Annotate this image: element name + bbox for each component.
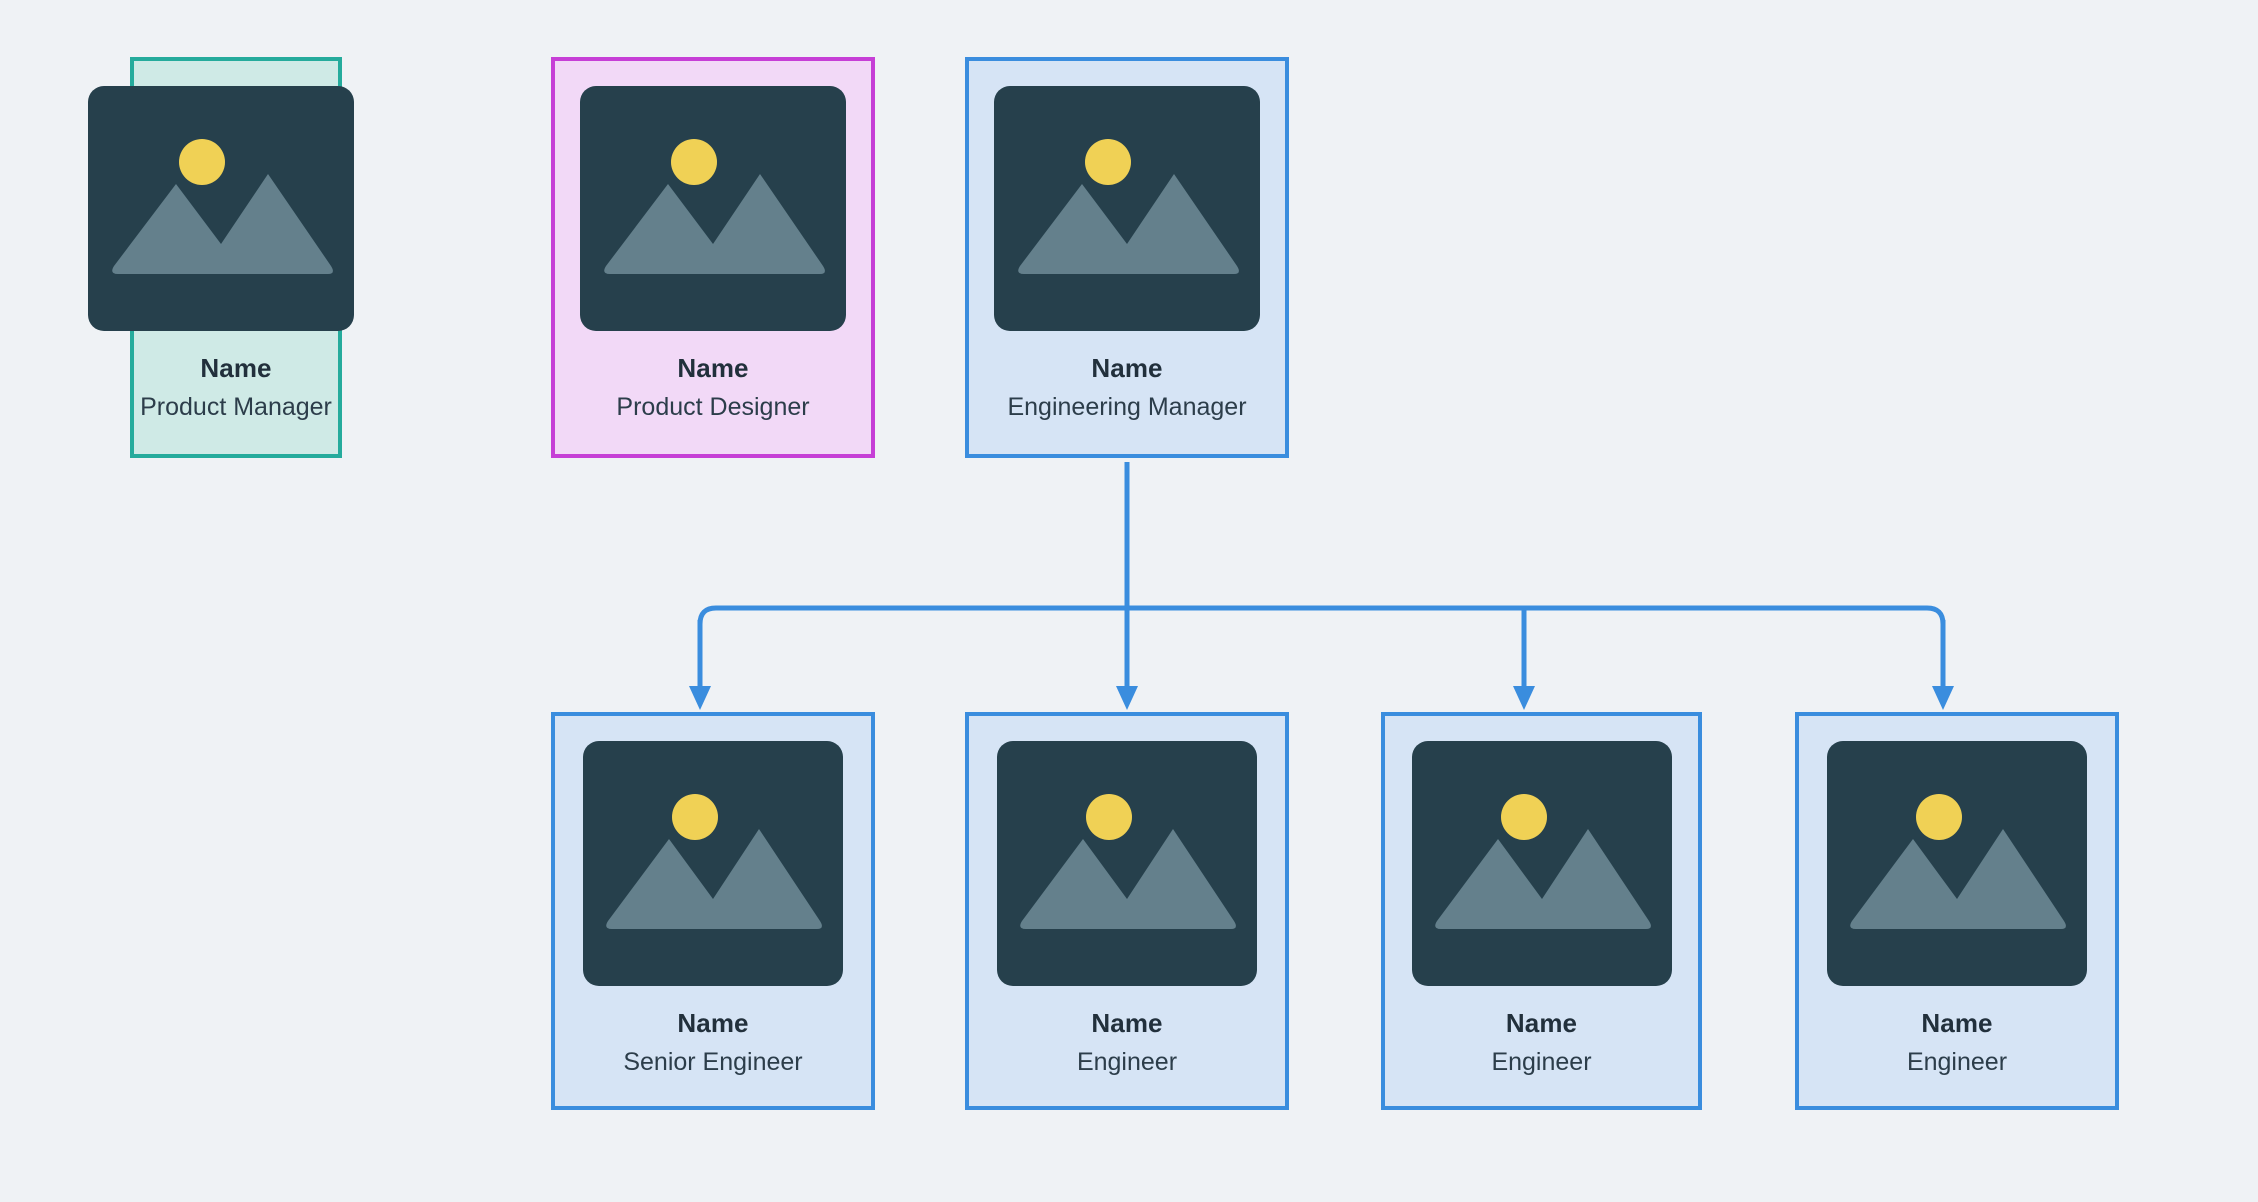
sun-icon bbox=[1085, 139, 1131, 185]
card-name-product-designer: Name bbox=[677, 353, 749, 383]
card-text-engineer-3: Name Engineer bbox=[1799, 986, 2115, 1077]
card-role-product-designer: Product Designer bbox=[616, 393, 810, 421]
avatar-engineer-2 bbox=[1411, 741, 1672, 986]
photo-frame bbox=[997, 741, 1257, 986]
photo-frame bbox=[1411, 741, 1672, 986]
card-product-manager[interactable]: Name Product Manager bbox=[87, 57, 354, 458]
photo-frame bbox=[994, 86, 1260, 331]
card-name-engineering-manager: Name bbox=[1091, 353, 1163, 383]
sun-icon bbox=[178, 139, 225, 185]
card-role-engineering-manager: Engineering Manager bbox=[1007, 393, 1247, 421]
card-text-product-designer: Name Product Designer bbox=[555, 331, 871, 422]
avatar-senior-engineer bbox=[583, 741, 843, 986]
card-role-engineer-2: Engineer bbox=[1491, 1048, 1592, 1076]
card-engineer-1[interactable]: Name Engineer bbox=[965, 712, 1289, 1110]
mountain-icon bbox=[606, 829, 822, 929]
avatar-engineering-manager bbox=[994, 86, 1260, 331]
card-name-engineer-3: Name bbox=[1921, 1008, 1993, 1038]
photo-frame bbox=[580, 86, 846, 331]
card-text-engineer-2: Name Engineer bbox=[1385, 986, 1698, 1077]
mountain-icon bbox=[1018, 174, 1239, 274]
photo-frame bbox=[583, 741, 843, 986]
card-name-engineer-1: Name bbox=[1091, 1008, 1163, 1038]
sun-icon bbox=[671, 139, 717, 185]
card-engineer-3[interactable]: Name Engineer bbox=[1795, 712, 2119, 1110]
card-role-engineer-1: Engineer bbox=[1076, 1048, 1178, 1076]
sun-icon bbox=[1500, 794, 1547, 840]
mountain-icon bbox=[1850, 829, 2066, 929]
card-senior-engineer[interactable]: Name Senior Engineer bbox=[551, 712, 875, 1110]
avatar-engineer-1 bbox=[997, 741, 1257, 986]
mountain-icon bbox=[1434, 829, 1651, 929]
mountain-icon bbox=[1020, 829, 1236, 929]
card-text-engineering-manager: Name Engineering Manager bbox=[969, 331, 1285, 422]
card-role-senior-engineer: Senior Engineer bbox=[623, 1048, 803, 1076]
photo-frame bbox=[87, 86, 354, 331]
card-name-engineer-2: Name bbox=[1505, 1008, 1578, 1038]
card-role-engineer-3: Engineer bbox=[1906, 1048, 2008, 1076]
avatar-engineer-3 bbox=[1827, 741, 2087, 986]
arrow-head-engineer-3 bbox=[1932, 686, 1954, 710]
card-text-product-manager: Name Product Manager bbox=[134, 331, 338, 422]
mountain-icon bbox=[604, 174, 825, 274]
card-engineer-2[interactable]: Name Engineer bbox=[1381, 712, 1702, 1110]
card-product-designer[interactable]: Name Product Designer bbox=[551, 57, 875, 458]
card-engineering-manager[interactable]: Name Engineering Manager bbox=[965, 57, 1289, 458]
card-name-senior-engineer: Name bbox=[677, 1008, 749, 1038]
mountain-icon bbox=[111, 174, 333, 274]
avatar-product-manager bbox=[87, 86, 354, 331]
arrow-head-engineer-2 bbox=[1513, 686, 1535, 710]
connector-bus bbox=[697, 605, 1946, 625]
arrow-head-engineer-1 bbox=[1116, 686, 1138, 710]
card-role-product-manager: Product Manager bbox=[140, 393, 332, 421]
card-text-engineer-1: Name Engineer bbox=[969, 986, 1285, 1077]
arrow-head-senior-engineer bbox=[689, 686, 711, 710]
photo-frame bbox=[1827, 741, 2087, 986]
avatar-product-designer bbox=[580, 86, 846, 331]
sun-icon bbox=[672, 794, 718, 840]
sun-icon bbox=[1916, 794, 1962, 840]
card-name-product-manager: Name bbox=[200, 353, 272, 383]
sun-icon bbox=[1086, 794, 1132, 840]
card-text-senior-engineer: Name Senior Engineer bbox=[555, 986, 871, 1077]
